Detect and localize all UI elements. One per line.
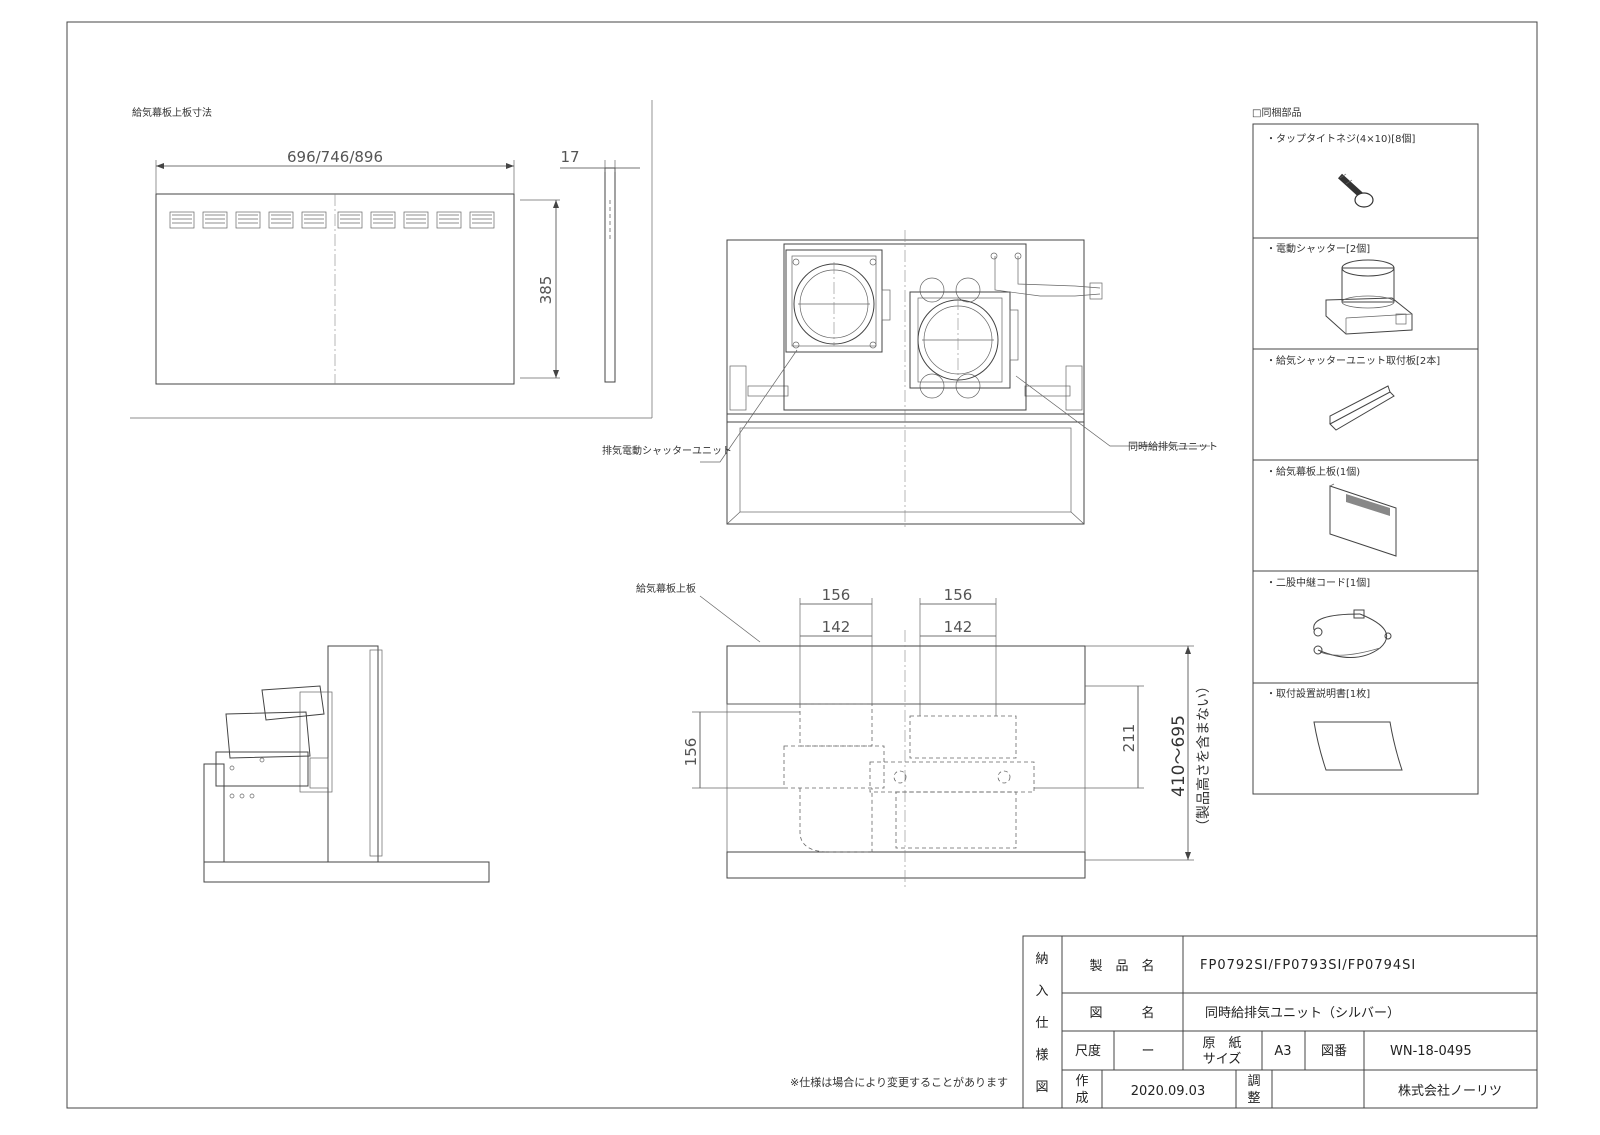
top-plate-leader-label: 給気幕板上板 (636, 582, 696, 595)
dim-156-right: 156 (944, 586, 973, 604)
dim-156-vertical: 156 (682, 738, 700, 767)
side-char-4: 様 (1035, 1048, 1048, 1063)
side-view (203, 645, 490, 883)
exhaust-shutter-label: 排気電動シャッターユニット (602, 444, 732, 457)
part-label-shutter: ・電動シャッター[2個] (1266, 242, 1370, 255)
width-dimension: 696/746/896 (287, 148, 383, 166)
paper-size-label-2: サイズ (1203, 1051, 1242, 1067)
front-view: 排気電動シャッターユニット 同時給排気ユニット (602, 230, 1218, 530)
side-char-1: 納 (1035, 952, 1048, 967)
parts-title: □同梱部品 (1252, 106, 1301, 119)
dim-156-left: 156 (822, 586, 851, 604)
exhaust-shutter-drawing (785, 249, 891, 353)
shutter-icon (1325, 259, 1413, 335)
part-label-screw: ・タップタイトネジ(4×10)[8個] (1266, 132, 1416, 145)
created-label-1: 作 (1075, 1074, 1088, 1089)
drawing-name-label: 図 名 (1089, 1005, 1154, 1021)
top-plate-title: 給気幕板上板寸法 (132, 106, 212, 119)
install-section-view: 156 142 156 142 156 211 410～695 （製品高さを含ま… (636, 582, 1212, 890)
created-date: 2020.09.03 (1131, 1084, 1205, 1099)
cord-icon (1313, 609, 1392, 659)
spec-change-note: ※仕様は場合により変更することがあります (790, 1075, 1008, 1089)
ceiling-hatch (726, 645, 1086, 705)
combined-unit-label: 同時給排気ユニット (1128, 440, 1218, 453)
adjust-label-2: 整 (1247, 1091, 1260, 1106)
dim-211: 211 (1120, 724, 1138, 753)
drawing-no: WN-18-0495 (1390, 1044, 1472, 1059)
drawing-name: 同時給排気ユニット（シルバー） (1205, 1005, 1400, 1021)
scale-value: ー (1141, 1044, 1154, 1059)
unit-frame (783, 243, 1027, 411)
combined-unit-drawing (909, 252, 1103, 399)
dim-range-note: （製品高さを含まない） (1195, 679, 1212, 833)
louver-row (169, 211, 495, 229)
plate-icon (1329, 483, 1397, 557)
sheet-border (66, 21, 1538, 1109)
parts-table: □同梱部品 ・タップタイトネジ(4×10)[8個] ・電動シャッター[2個] ・… (1252, 106, 1479, 795)
dim-range: 410～695 (1169, 715, 1189, 797)
scale-label: 尺度 (1075, 1043, 1101, 1059)
company-name: 株式会社ノーリツ (1398, 1083, 1502, 1099)
dim-142-right: 142 (944, 618, 973, 636)
paper-size-label-1: 原 紙 (1202, 1036, 1241, 1051)
adjust-label-1: 調 (1247, 1074, 1260, 1089)
hood-outline (726, 239, 1085, 525)
manual-icon (1313, 721, 1403, 771)
product-name: FP0792SI/FP0793SI/FP0794SI (1200, 958, 1416, 973)
side-char-3: 仕 (1035, 1016, 1048, 1031)
paper-size-value: A3 (1274, 1044, 1291, 1059)
product-name-label: 製 品 名 (1089, 958, 1154, 974)
bracket-icon (1329, 385, 1395, 431)
screw-icon (1337, 173, 1374, 208)
title-block: 納 入 仕 様 図 製 品 名 FP0792SI/FP0793SI/FP0794… (1022, 935, 1538, 1109)
side-char-2: 入 (1035, 984, 1048, 999)
drawing-no-label: 図番 (1321, 1044, 1347, 1059)
top-plate-view: 給気幕板上板寸法 (130, 100, 653, 419)
height-dimension: 385 (537, 276, 555, 305)
created-label-2: 成 (1075, 1091, 1088, 1106)
dim-142-left: 142 (822, 618, 851, 636)
part-label-bracket: ・給気シャッターユニット取付板[2本] (1266, 354, 1440, 367)
part-label-plate: ・給気幕板上板(1個) (1266, 465, 1360, 478)
side-char-5: 図 (1035, 1080, 1048, 1095)
part-label-manual: ・取付設置説明書[1枚] (1266, 687, 1370, 700)
thickness-dimension: 17 (560, 148, 579, 166)
part-label-cord: ・二股中継コード[1個] (1266, 576, 1370, 589)
